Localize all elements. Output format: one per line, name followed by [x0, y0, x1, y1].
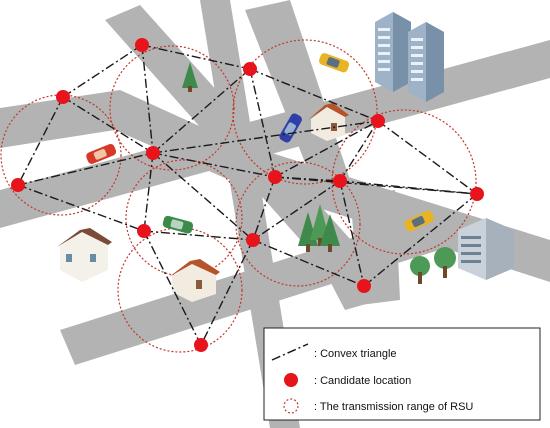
triangle-edge [152, 152, 254, 241]
triangle-edge [141, 44, 154, 154]
triangle-edge [377, 120, 478, 195]
building-icon [375, 12, 411, 92]
triangle-edge [339, 120, 379, 182]
triangle-edge [62, 44, 143, 98]
triangle-edge [200, 239, 254, 346]
triangle-edge [62, 96, 154, 154]
candidate-location-node [146, 146, 160, 160]
road-segment [245, 0, 350, 188]
triangle-edge [17, 184, 145, 232]
car-icon [319, 53, 350, 73]
candidate-location-node [137, 224, 151, 238]
car-icon [86, 143, 117, 164]
triangle-edge [17, 152, 154, 186]
candidate-location-node [357, 279, 371, 293]
transmission-range-circle [125, 159, 243, 277]
triangle-edge [143, 230, 254, 241]
triangle-edge [252, 180, 341, 241]
triangle-edge [152, 152, 276, 178]
triangle-edge [152, 120, 379, 154]
legend: : Convex triangle : Candidate location :… [263, 327, 541, 421]
legend-range-symbol [283, 398, 299, 414]
transmission-range-circle [117, 227, 243, 353]
triangle-edge [143, 230, 202, 346]
candidate-location-node [11, 178, 25, 192]
candidate-location-node [194, 338, 208, 352]
building-icon [458, 218, 514, 280]
building-icon [408, 22, 444, 102]
candidate-location-node [371, 114, 385, 128]
house-icon [169, 259, 220, 302]
triangle-edge [249, 68, 276, 178]
candidate-location-node [246, 233, 260, 247]
triangle-edge [152, 68, 251, 154]
car-icon [162, 215, 194, 234]
car-icon [279, 113, 302, 143]
candidate-location-node [333, 174, 347, 188]
road-segment [350, 190, 400, 305]
legend-candidate-label: : Candidate location [314, 375, 411, 387]
triangle-edge [274, 176, 341, 182]
car-icon [404, 210, 434, 232]
triangle-edge [252, 176, 276, 241]
tree-icon [182, 62, 198, 92]
tree-icon [410, 247, 456, 284]
legend-box [263, 327, 541, 421]
triangle-edge [252, 239, 365, 287]
transmission-range-circle [235, 161, 361, 287]
legend-range-label: : The transmission range of RSU [314, 401, 473, 413]
triangle-edge [143, 152, 154, 232]
triangle-edge [141, 44, 251, 70]
candidate-location-node [135, 38, 149, 52]
tree-icon [298, 204, 340, 252]
house-icon [57, 228, 112, 282]
legend-triangle-symbol [271, 343, 309, 361]
candidate-location-node [243, 62, 257, 76]
convex-triangle-edges [17, 44, 478, 346]
candidate-locations [11, 38, 484, 352]
legend-triangle-label: : Convex triangle [314, 348, 397, 360]
transmission-range-circle [0, 94, 122, 216]
triangle-edge [339, 180, 365, 287]
candidate-location-node [56, 90, 70, 104]
candidate-location-node [470, 187, 484, 201]
legend-candidate-symbol [284, 373, 298, 387]
transmission-range-circle [232, 39, 378, 185]
triangle-edge [274, 120, 379, 178]
candidate-location-node [268, 170, 282, 184]
triangle-edge [339, 180, 478, 195]
triangle-edge [363, 193, 478, 287]
scenery [57, 12, 514, 302]
triangle-edge [249, 68, 379, 122]
